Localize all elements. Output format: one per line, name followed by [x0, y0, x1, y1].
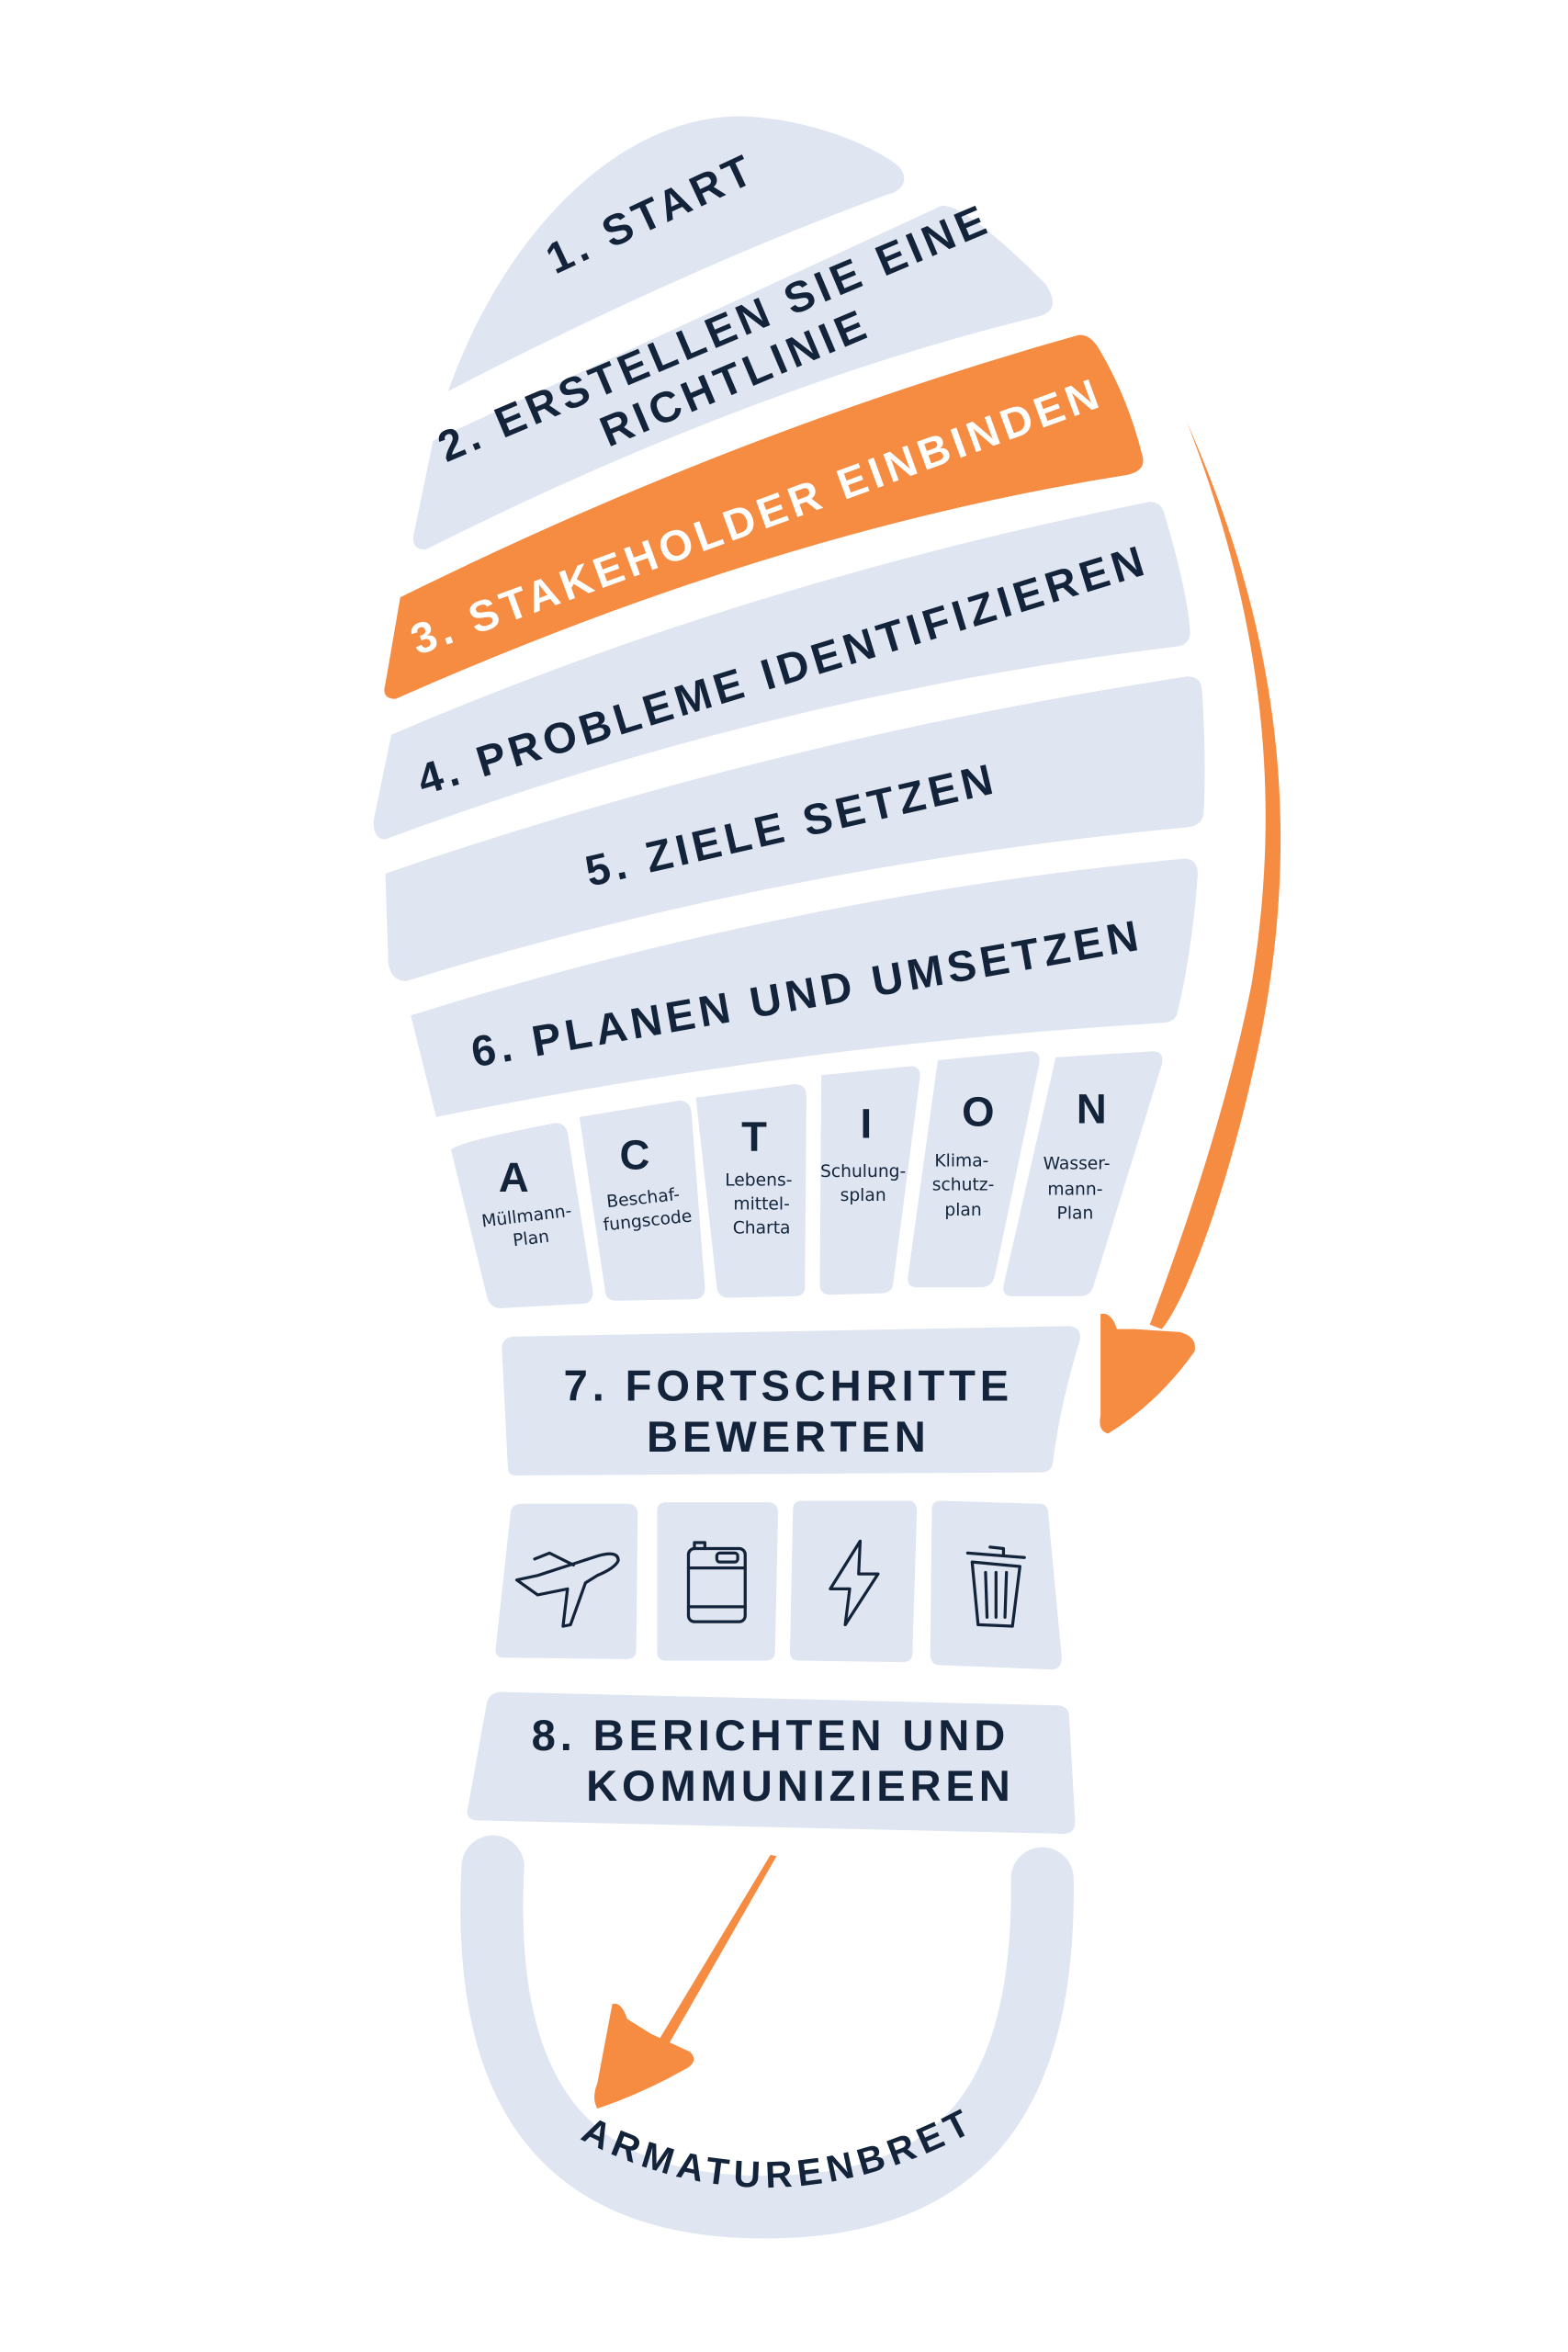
icon-tile-trash — [930, 1500, 1062, 1670]
airplane-icon — [514, 1551, 620, 1628]
action-tile-c: C Beschaf- fungscode — [579, 1100, 705, 1301]
action-text: mittel- — [733, 1195, 789, 1215]
action-text: Lebens- — [725, 1171, 792, 1191]
action-tile-o: O Klima- schutz- plan — [908, 1051, 1040, 1288]
step-8-label-line-2: KOMMUNIZIEREN — [586, 1761, 1015, 1810]
icon-tile-lightning — [790, 1500, 918, 1663]
action-text: plan — [944, 1201, 981, 1220]
step-7-label-line-2: BEWERTEN — [647, 1412, 931, 1461]
action-text: schutz- — [932, 1175, 995, 1194]
step-8-label-line-1: 8. BERICHTEN UND — [532, 1711, 1010, 1759]
action-tile-t: T Lebens- mittel- Charta — [695, 1084, 807, 1298]
flow-arrow-right — [1100, 422, 1281, 1434]
flow-arrow-heel — [594, 1854, 777, 2109]
action-text: Klima- — [934, 1151, 988, 1170]
action-letter: I — [861, 1101, 873, 1148]
step-7-label-line-1: 7. FORTSCHRITTE — [564, 1362, 1013, 1410]
action-letter: C — [620, 1132, 650, 1179]
action-letter: A — [499, 1154, 529, 1201]
action-text: Plan — [1057, 1204, 1094, 1223]
jerrycan-icon — [686, 1541, 747, 1623]
action-text: Schulung- — [820, 1162, 906, 1182]
action-tile-n: N Wasser- mann- Plan — [1003, 1051, 1163, 1296]
action-letter: T — [741, 1114, 767, 1160]
icon-tile-jerrycan — [657, 1502, 778, 1661]
action-text: Wasser- — [1043, 1155, 1111, 1174]
action-text: Charta — [733, 1219, 791, 1238]
action-letter: O — [962, 1089, 994, 1136]
trash-can-icon — [965, 1545, 1026, 1628]
step-8-report-communicate: 8. BERICHTEN UND KOMMUNIZIEREN — [467, 1691, 1076, 1834]
action-text: mann- — [1047, 1180, 1102, 1199]
action-text: splan — [840, 1186, 886, 1205]
step-7-evaluate-progress: 7. FORTSCHRITTE BEWERTEN — [502, 1326, 1080, 1476]
action-letter: N — [1077, 1085, 1107, 1132]
action-tile-i: I Schulung- splan — [819, 1066, 920, 1295]
icon-tile-airplane — [495, 1503, 638, 1659]
action-tile-a: A Müllmann- Plan — [451, 1123, 593, 1308]
action-text: Plan — [512, 1227, 550, 1251]
lightning-icon — [829, 1539, 880, 1627]
